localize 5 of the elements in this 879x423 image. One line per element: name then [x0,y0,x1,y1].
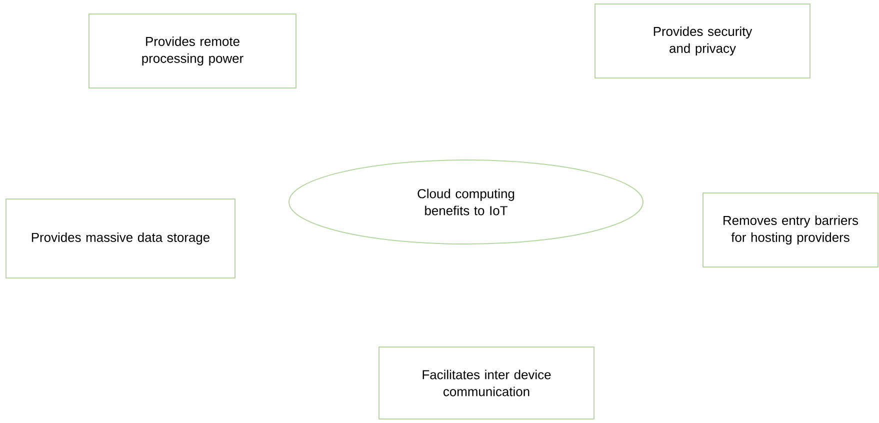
text-box: Provides remote processing power [88,14,296,88]
text-box: Provides massive data storage [6,198,236,278]
text-box: Facilitates inter device communication [378,346,594,420]
text-box: Provides security and privacy [594,4,810,78]
text-box: Removes entry barriers for hosting providers [702,192,878,268]
